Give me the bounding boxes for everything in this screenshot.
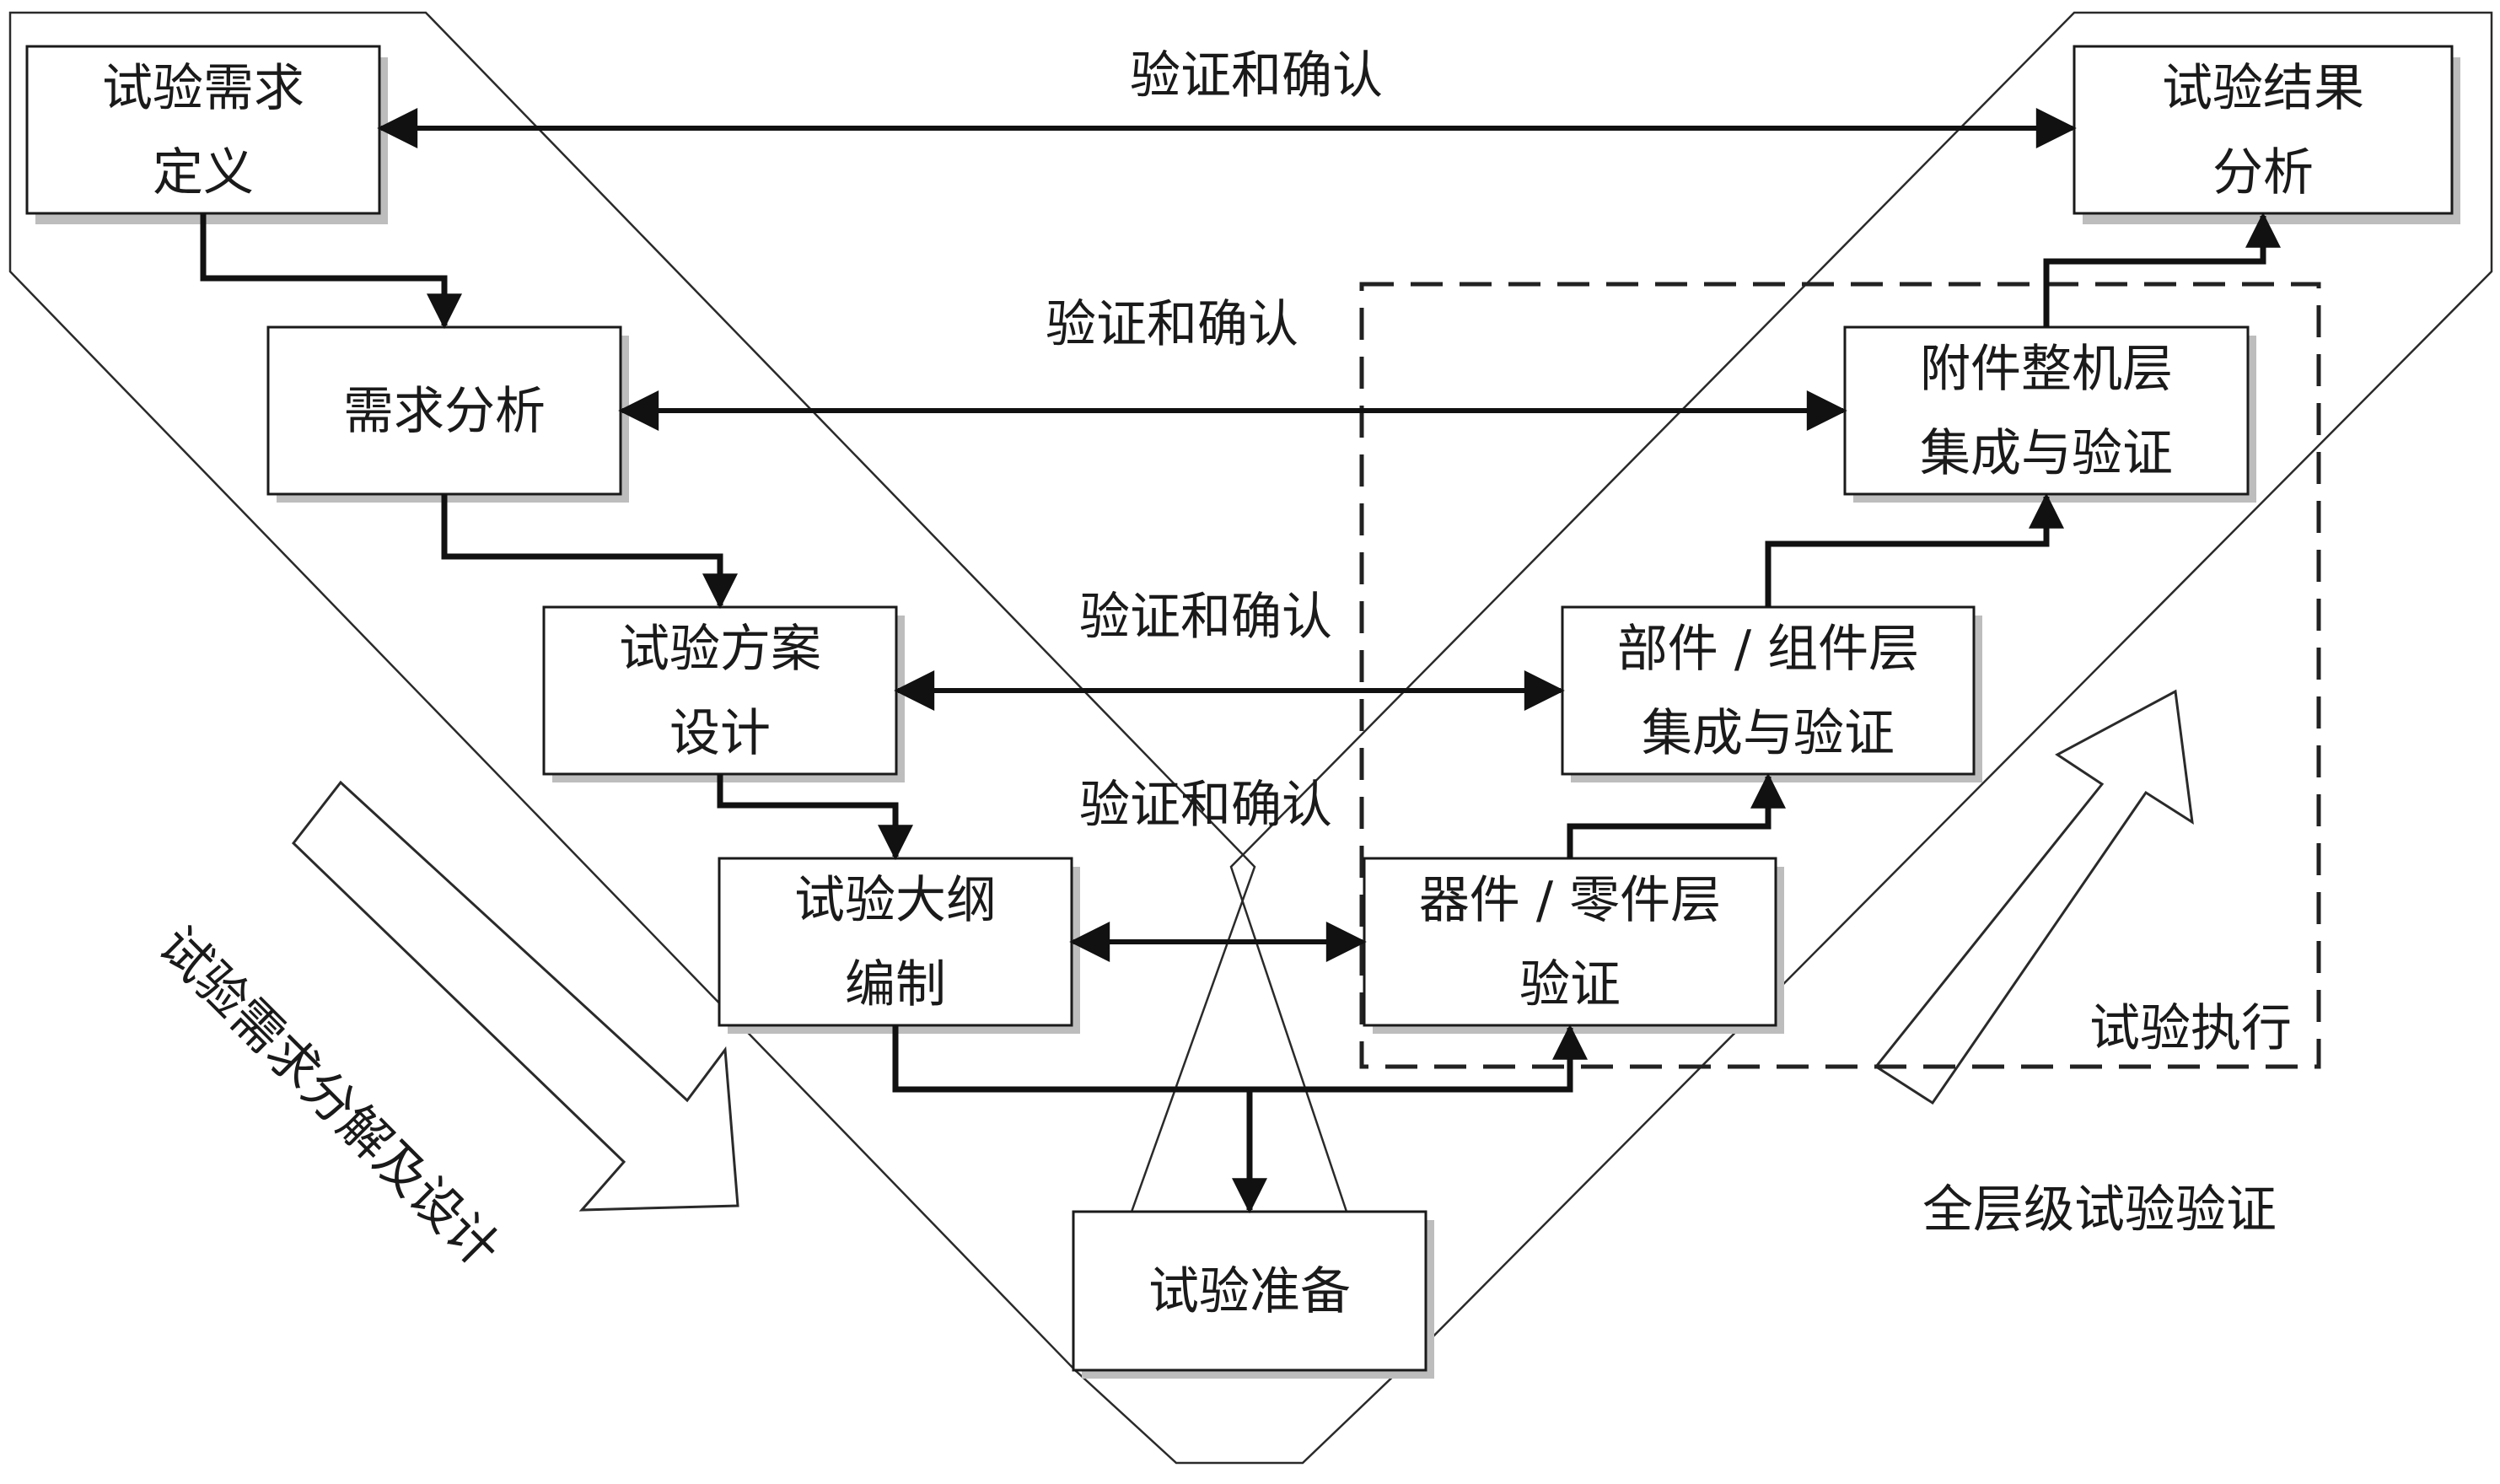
box-device-part-verification: 器件 / 零件层验证 <box>1363 857 1784 1034</box>
flow-arrow-scheme-to-outline <box>717 774 913 861</box>
box-component-assembly-integration: 部件 / 组件层集成与验证 <box>1561 605 1982 782</box>
box-label-requirements-analysis: 需求分析 <box>343 382 546 441</box>
box-requirements-analysis: 需求分析 <box>266 325 629 503</box>
flow-arrow-analysis-to-scheme <box>441 494 738 610</box>
vv-label-level-2: 验证和确认 <box>1046 295 1298 354</box>
decomposition-hollow-arrow <box>291 780 739 1212</box>
label-test-execution: 试验执行 <box>2089 999 2292 1058</box>
box-accessory-machine-integration: 附件整机层集成与验证 <box>1843 325 2256 503</box>
box-label-device-part-verification: 器件 / 零件层验证 <box>1419 871 1721 1014</box>
vv-label-level-3: 验证和确认 <box>1079 588 1332 647</box>
flow-arrow-accessory-to-result <box>2043 212 2281 327</box>
box-label-test-outline-compilation: 试验大纲编制 <box>794 871 997 1014</box>
flow-arrow-component-to-accessory <box>1765 492 2064 607</box>
box-label-component-assembly-integration: 部件 / 组件层集成与验证 <box>1617 620 1919 763</box>
flow-arrow-outline-to-preparation <box>892 1025 1267 1214</box>
box-test-preparation: 试验准备 <box>1072 1210 1434 1379</box>
box-label-accessory-machine-integration: 附件整机层集成与验证 <box>1920 340 2173 483</box>
label-full-level-verification: 全层级试验验证 <box>1922 1180 2277 1239</box>
v-bottom-tip <box>1074 1369 1401 1465</box>
execution-hollow-arrow <box>1874 689 2194 1105</box>
box-test-scheme-design: 试验方案设计 <box>542 605 905 782</box>
box-label-test-requirements-definition: 试验需求定义 <box>102 59 304 202</box>
box-test-requirements-definition: 试验需求定义 <box>25 45 388 224</box>
box-test-outline-compilation: 试验大纲编制 <box>718 857 1080 1034</box>
box-test-result-analysis: 试验结果分析 <box>2073 45 2460 224</box>
v-outline-left <box>8 11 1256 1373</box>
box-label-test-preparation: 试验准备 <box>1148 1262 1351 1321</box>
vv-label-level-1: 验证和确认 <box>1130 46 1383 105</box>
box-label-test-scheme-design: 试验方案设计 <box>619 620 821 763</box>
v-outline-right <box>1229 11 2493 1373</box>
box-label-test-result-analysis: 试验结果分析 <box>2162 59 2364 202</box>
flow-arrow-definition-to-analysis <box>200 213 462 330</box>
flow-arrow-device-to-component <box>1567 772 1786 858</box>
flow-arrow-outline-to-device <box>1250 1024 1588 1093</box>
vv-label-level-4: 验证和确认 <box>1079 776 1332 835</box>
